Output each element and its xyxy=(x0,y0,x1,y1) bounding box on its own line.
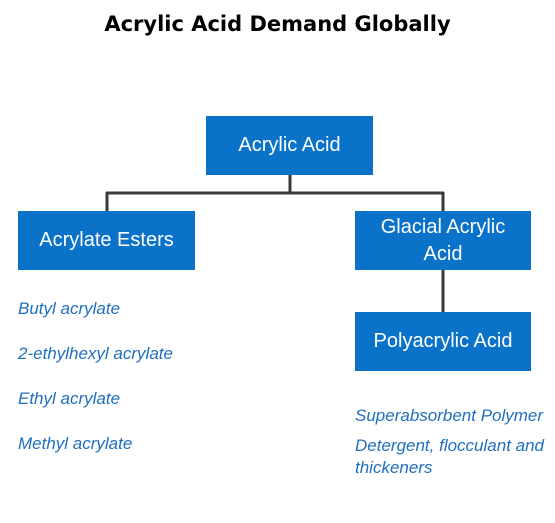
node-glacial-acrylic-acid: Glacial Acrylic Acid xyxy=(355,211,531,270)
diagram-title: Acrylic Acid Demand Globally xyxy=(104,12,451,36)
poly-uses-list: Superabsorbent Polymer Detergent, floccu… xyxy=(355,405,545,487)
list-item: Butyl acrylate xyxy=(18,299,121,318)
list-item: Superabsorbent Polymer xyxy=(355,406,544,425)
list-item: Detergent, flocculant and thickeners xyxy=(355,436,545,477)
list-item: 2-ethylhexyl acrylate xyxy=(18,344,173,363)
list-item: Ethyl acrylate xyxy=(18,389,121,408)
list-item: Methyl acrylate xyxy=(18,434,133,453)
node-acrylate-esters: Acrylate Esters xyxy=(18,211,195,270)
node-polyacrylic-acid: Polyacrylic Acid xyxy=(355,312,531,371)
node-acrylic-acid: Acrylic Acid xyxy=(206,116,373,175)
esters-uses-list: Butyl acrylate 2-ethylhexyl acrylate Eth… xyxy=(18,298,268,478)
